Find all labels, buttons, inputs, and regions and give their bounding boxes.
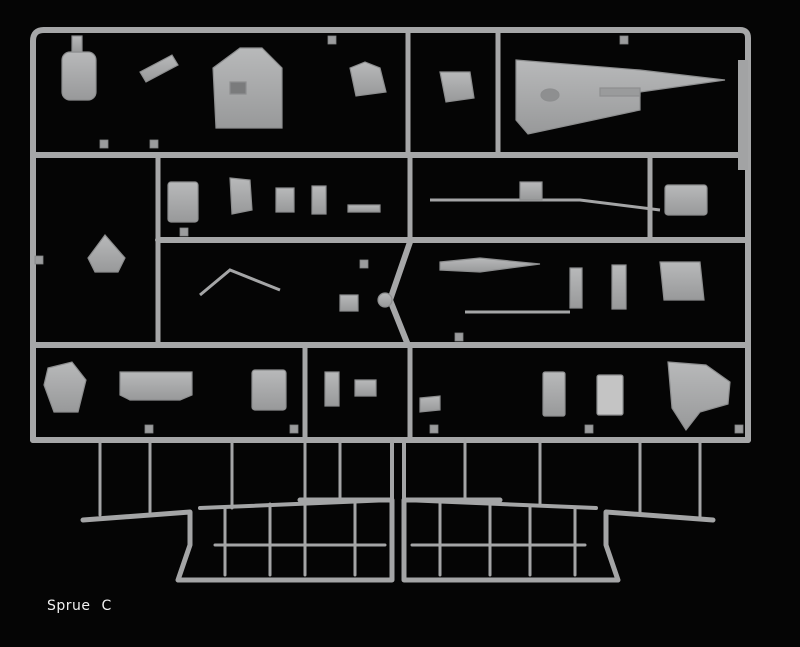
chassis-rails [80,438,716,583]
part-number-tabs [34,35,744,434]
sprue-caption: Sprue C [47,598,112,614]
parts-row-2 [167,177,708,223]
parts-row-3 [87,234,705,314]
parts-row-4 [43,361,731,432]
parts-row-1 [61,35,748,170]
